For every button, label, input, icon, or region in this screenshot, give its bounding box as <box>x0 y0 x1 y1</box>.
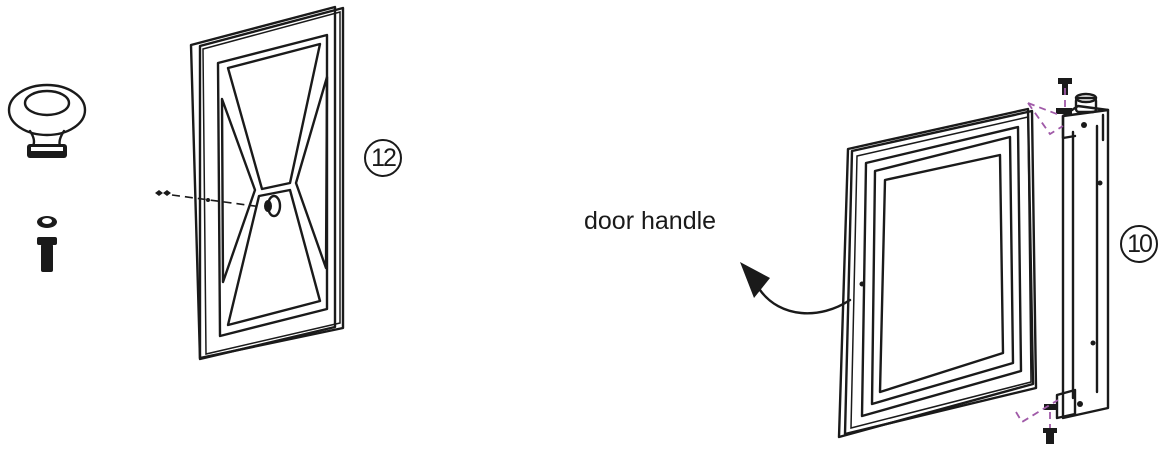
hinge-bar <box>1055 92 1110 420</box>
panel-screw <box>155 190 263 208</box>
door-handle-arrow <box>740 262 852 315</box>
hinge-screw-bottom <box>1043 404 1058 444</box>
panel-door <box>189 5 345 361</box>
door-handle-label: door handle <box>584 207 717 235</box>
glass-door <box>837 107 1038 439</box>
knob-screw <box>37 237 57 272</box>
step-number-12: 12 <box>364 139 402 177</box>
step-number-10: 10 <box>1120 225 1158 263</box>
knob-assembly <box>7 83 87 272</box>
knob-cap <box>7 83 87 158</box>
hinge-alignment-guides <box>1015 88 1066 428</box>
hinge-screw-top <box>1056 78 1072 114</box>
knob-washer <box>37 216 57 228</box>
